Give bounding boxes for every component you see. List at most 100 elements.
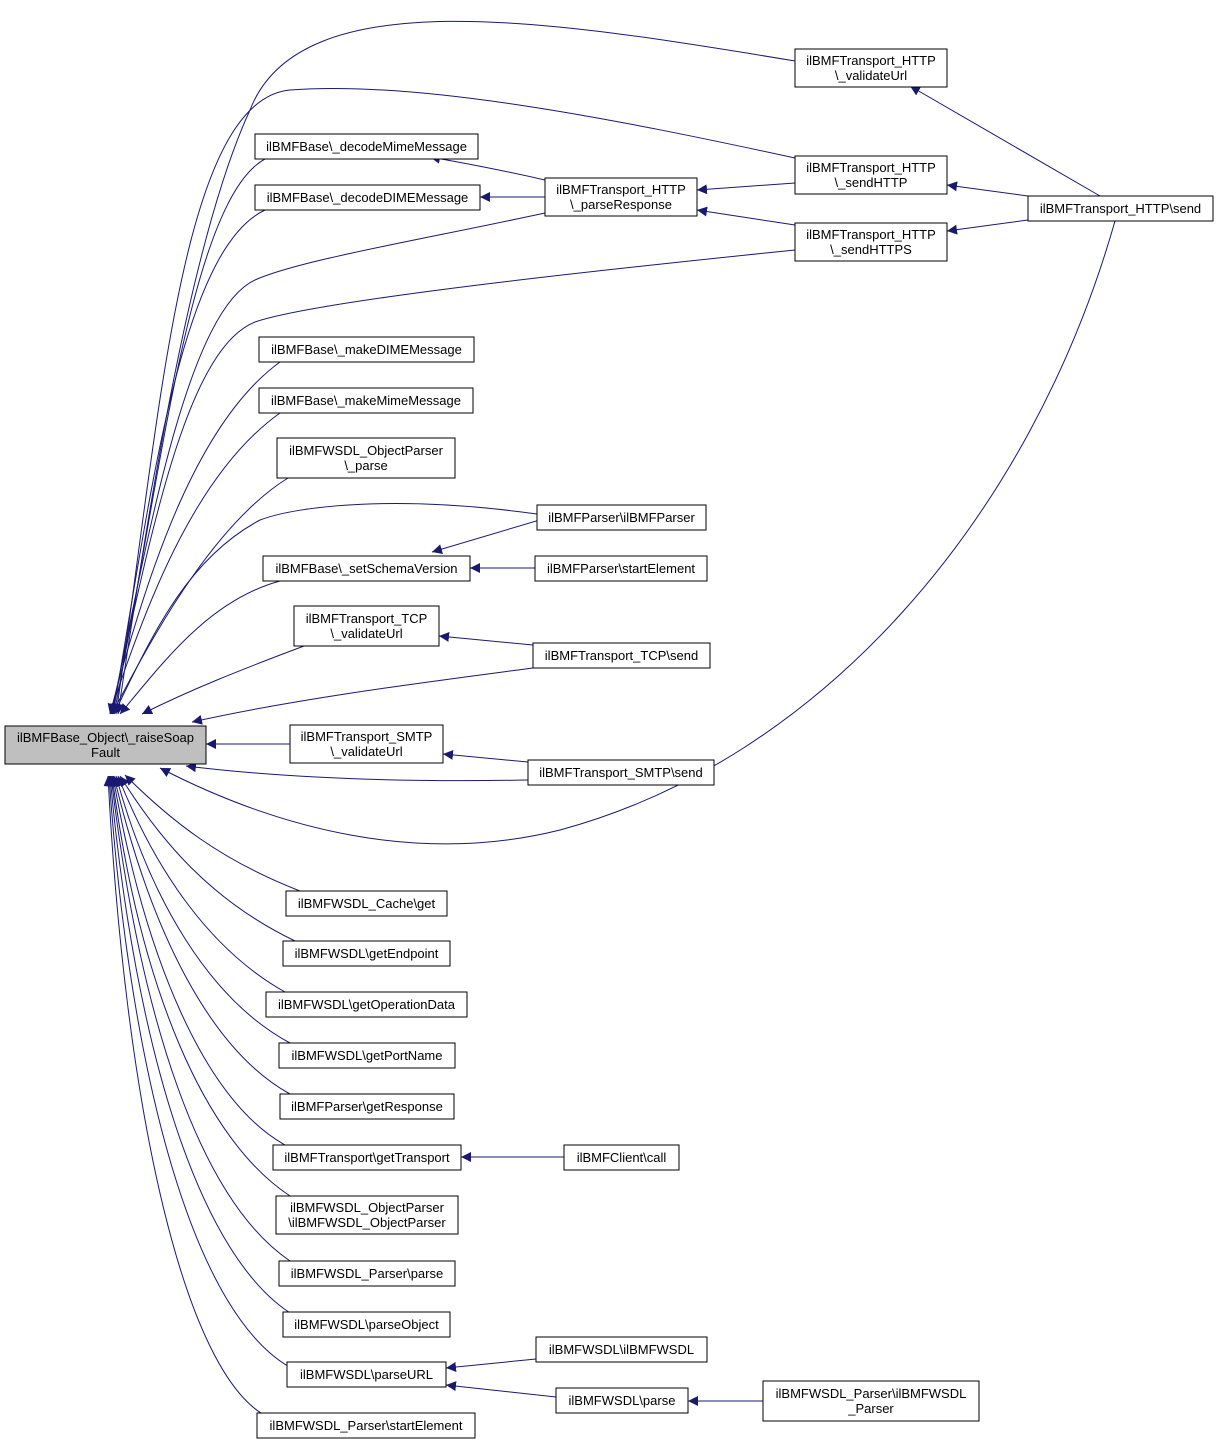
- node-label: ilBMFWSDL\getEndpoint: [295, 946, 439, 961]
- node-getOperationData[interactable]: ilBMFWSDL\getOperationData: [265, 991, 468, 1018]
- node-label: Fault: [91, 745, 120, 760]
- node-wsdlParserStartElement[interactable]: ilBMFWSDL_Parser\startElement: [256, 1412, 476, 1439]
- node-makeMime[interactable]: ilBMFBase\_makeMimeMessage: [258, 387, 474, 414]
- node-wsdlParserParse[interactable]: ilBMFWSDL_Parser\parse: [278, 1260, 456, 1287]
- node-validateUrlSMTP[interactable]: ilBMFTransport_SMTP\_validateUrl: [289, 724, 444, 764]
- node-clientCall[interactable]: ilBMFClient\call: [563, 1144, 680, 1171]
- edge-makeDIME-to-root: [107, 361, 281, 715]
- node-decodeDIME[interactable]: ilBMFBase\_decodeDIMEMessage: [254, 184, 481, 211]
- node-makeDIME[interactable]: ilBMFBase\_makeDIMEMessage: [258, 336, 475, 363]
- node-box: [254, 184, 481, 211]
- node-wsdlParserCtor[interactable]: ilBMFWSDL_Parser\ilBMFWSDL_Parser: [762, 1380, 980, 1422]
- node-validateUrlHTTP[interactable]: ilBMFTransport_HTTP\_validateUrl: [794, 48, 948, 88]
- edge-line: [109, 775, 286, 1146]
- node-wsdlCtor[interactable]: ilBMFWSDL\ilBMFWSDL: [535, 1336, 708, 1363]
- node-getPortName[interactable]: ilBMFWSDL\getPortName: [278, 1042, 456, 1069]
- node-parseObject[interactable]: ilBMFWSDL\parseObject: [282, 1311, 451, 1338]
- edge-wsdlParserStartElement-to-root: [103, 775, 271, 1419]
- edge-httpSend-to-sendHTTP: [946, 181, 1029, 197]
- node-setSchemaVersion[interactable]: ilBMFBase\_setSchemaVersion: [262, 555, 471, 582]
- node-sendHTTPS[interactable]: ilBMFTransport_HTTP\_sendHTTPS: [794, 222, 948, 262]
- node-box: [278, 1260, 456, 1287]
- node-label: \_validateUrl: [835, 68, 907, 83]
- edge-line: [124, 774, 301, 892]
- edge-getTransport-to-root: [109, 775, 286, 1146]
- node-wsdlParse[interactable]: ilBMFWSDL\parse: [555, 1387, 689, 1414]
- node-label: ilBMFWSDL\parseURL: [300, 1367, 433, 1382]
- node-smtpSend[interactable]: ilBMFTransport_SMTP\send: [527, 759, 715, 786]
- node-label: ilBMFTransport_HTTP: [556, 182, 686, 197]
- edge-validateUrlTCP-to-root: [141, 645, 305, 715]
- node-label: ilBMFTransport_TCP\send: [545, 648, 698, 663]
- node-parseResponse[interactable]: ilBMFTransport_HTTP\_parseResponse: [544, 177, 698, 217]
- edge-line: [159, 220, 1116, 845]
- node-box: [262, 555, 471, 582]
- edge-line: [105, 775, 296, 1317]
- node-decodeMime[interactable]: ilBMFBase\_decodeMimeMessage: [254, 133, 479, 160]
- edge-line: [445, 1381, 557, 1398]
- edge-httpSend-to-sendHTTPS: [946, 219, 1029, 235]
- node-label: ilBMFWSDL_Parser\startElement: [270, 1418, 463, 1433]
- edge-line: [445, 1358, 537, 1372]
- node-box: [1027, 195, 1214, 222]
- node-label: ilBMFBase\_makeMimeMessage: [271, 393, 461, 408]
- node-box: [536, 504, 707, 531]
- edge-sendHTTP-to-parseResponse: [696, 182, 796, 195]
- edge-line: [112, 87, 796, 715]
- node-sendHTTP[interactable]: ilBMFTransport_HTTP\_sendHTTP: [794, 155, 948, 195]
- node-httpSend[interactable]: ilBMFTransport_HTTP\send: [1027, 195, 1214, 222]
- node-label: ilBMFWSDL\parse: [569, 1393, 676, 1408]
- edge-tcpSend-to-root: [191, 667, 534, 725]
- edge-parseURL-to-root: [104, 775, 296, 1371]
- node-label: ilBMFTransport_HTTP: [806, 160, 936, 175]
- node-label: ilBMFTransport_TCP: [306, 611, 428, 626]
- node-label: ilBMFBase\_decodeMimeMessage: [266, 139, 467, 154]
- node-getResponse[interactable]: ilBMFParser\getResponse: [279, 1093, 455, 1120]
- edge-wsdlParserParse-to-root: [107, 775, 291, 1262]
- node-label: \_parse: [344, 458, 387, 473]
- edge-line: [107, 361, 281, 715]
- node-label: ilBMFWSDL\getOperationData: [278, 997, 456, 1012]
- node-label: ilBMFParser\ilBMFParser: [548, 510, 695, 525]
- node-box: [258, 387, 474, 414]
- node-getEndpoint[interactable]: ilBMFWSDL\getEndpoint: [282, 940, 451, 967]
- edge-line: [111, 477, 289, 715]
- node-cacheGet[interactable]: ilBMFWSDL_Cache\get: [285, 890, 448, 917]
- node-label: ilBMFTransport_HTTP: [806, 227, 936, 242]
- edge-line: [696, 206, 796, 226]
- node-label: \ilBMFWSDL_ObjectParser: [288, 1215, 446, 1230]
- node-bmfParserCtor[interactable]: ilBMFParser\ilBMFParser: [536, 504, 707, 531]
- edge-line: [946, 181, 1029, 197]
- node-parserStartElement[interactable]: ilBMFParser\startElement: [534, 555, 708, 582]
- node-box: [534, 555, 708, 582]
- node-label: ilBMFWSDL\parseObject: [294, 1317, 439, 1332]
- edge-setSchemaVersion-to-root: [119, 580, 281, 715]
- edges: [103, 20, 1116, 1419]
- node-objParserCtor[interactable]: ilBMFWSDL_ObjectParser\ilBMFWSDL_ObjectP…: [275, 1195, 459, 1235]
- node-label: ilBMFTransport_HTTP: [806, 53, 936, 68]
- edge-line: [108, 775, 291, 1197]
- edge-line: [109, 209, 266, 715]
- edge-bmfParserCtor-to-root: [113, 503, 538, 715]
- edge-line: [442, 749, 529, 763]
- edge-line: [429, 153, 546, 181]
- node-box: [286, 1361, 447, 1388]
- node-objParserParse[interactable]: ilBMFWSDL_ObjectParser\_parse: [276, 437, 456, 479]
- edge-objParserCtor-to-root: [108, 775, 291, 1197]
- node-box: [527, 759, 715, 786]
- node-label: ilBMFWSDL_ObjectParser: [289, 443, 444, 458]
- edge-line: [696, 182, 796, 195]
- node-tcpSend[interactable]: ilBMFTransport_TCP\send: [532, 642, 711, 669]
- edge-line: [111, 775, 291, 1095]
- node-getTransport[interactable]: ilBMFTransport\getTransport: [272, 1144, 462, 1171]
- node-label: ilBMFClient\call: [577, 1150, 667, 1165]
- node-label: ilBMFWSDL_ObjectParser: [290, 1200, 445, 1215]
- edge-getEndpoint-to-root: [119, 775, 296, 942]
- node-box: [258, 336, 475, 363]
- node-parseURL[interactable]: ilBMFWSDL\parseURL: [286, 1361, 447, 1388]
- node-box: [532, 642, 711, 669]
- node-validateUrlTCP[interactable]: ilBMFTransport_TCP\_validateUrl: [293, 605, 440, 647]
- node-box: [293, 605, 440, 647]
